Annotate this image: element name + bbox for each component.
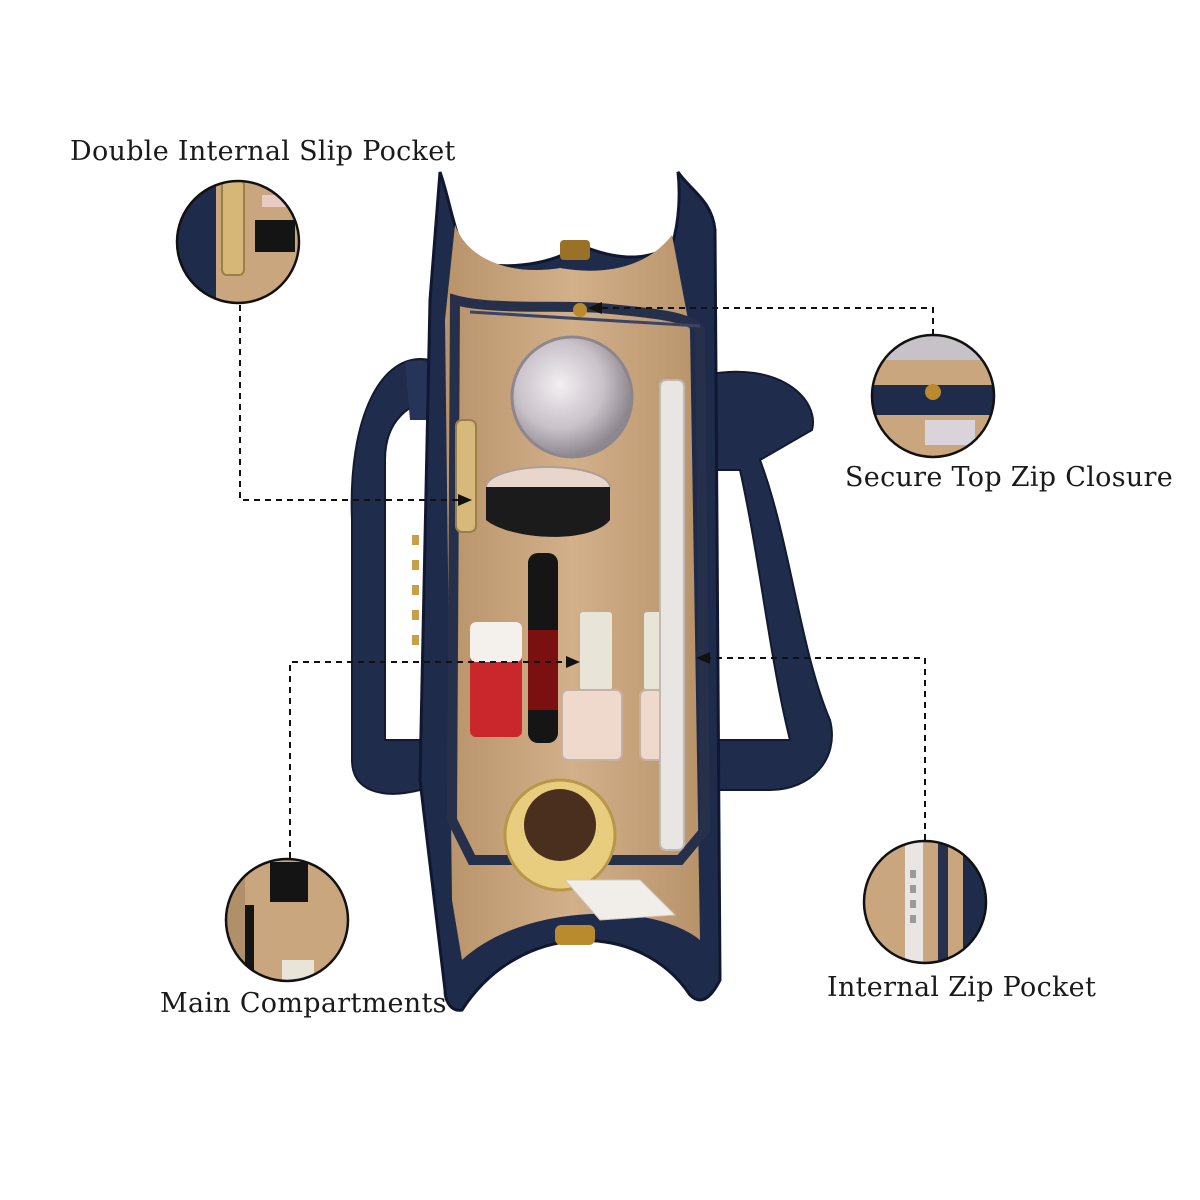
handbag: [350, 171, 833, 1012]
detail-circle-zip-pocket: [862, 839, 988, 965]
compact-mirror: [510, 335, 634, 459]
callout-slip: [239, 305, 472, 506]
label-secure-top-zip-closure: Secure Top Zip Closure: [845, 462, 1174, 493]
studs: [412, 535, 419, 645]
bag-lining: [445, 225, 700, 960]
right-handle: [704, 370, 833, 791]
detail-circle-slip: [175, 179, 301, 305]
callout-main: [289, 656, 580, 858]
callout-zip-pocket: [696, 652, 926, 840]
callout-zip-closure: [588, 302, 934, 335]
label-double-internal-slip-pocket: Double Internal Slip Pocket: [70, 136, 456, 167]
label-internal-zip-pocket: Internal Zip Pocket: [827, 972, 1097, 1003]
label-main-compartments: Main Compartments: [160, 988, 447, 1019]
detail-circle-main: [224, 857, 350, 983]
detail-circle-zip-closure: [870, 333, 996, 459]
left-handle: [350, 358, 442, 795]
phone: [455, 419, 477, 533]
